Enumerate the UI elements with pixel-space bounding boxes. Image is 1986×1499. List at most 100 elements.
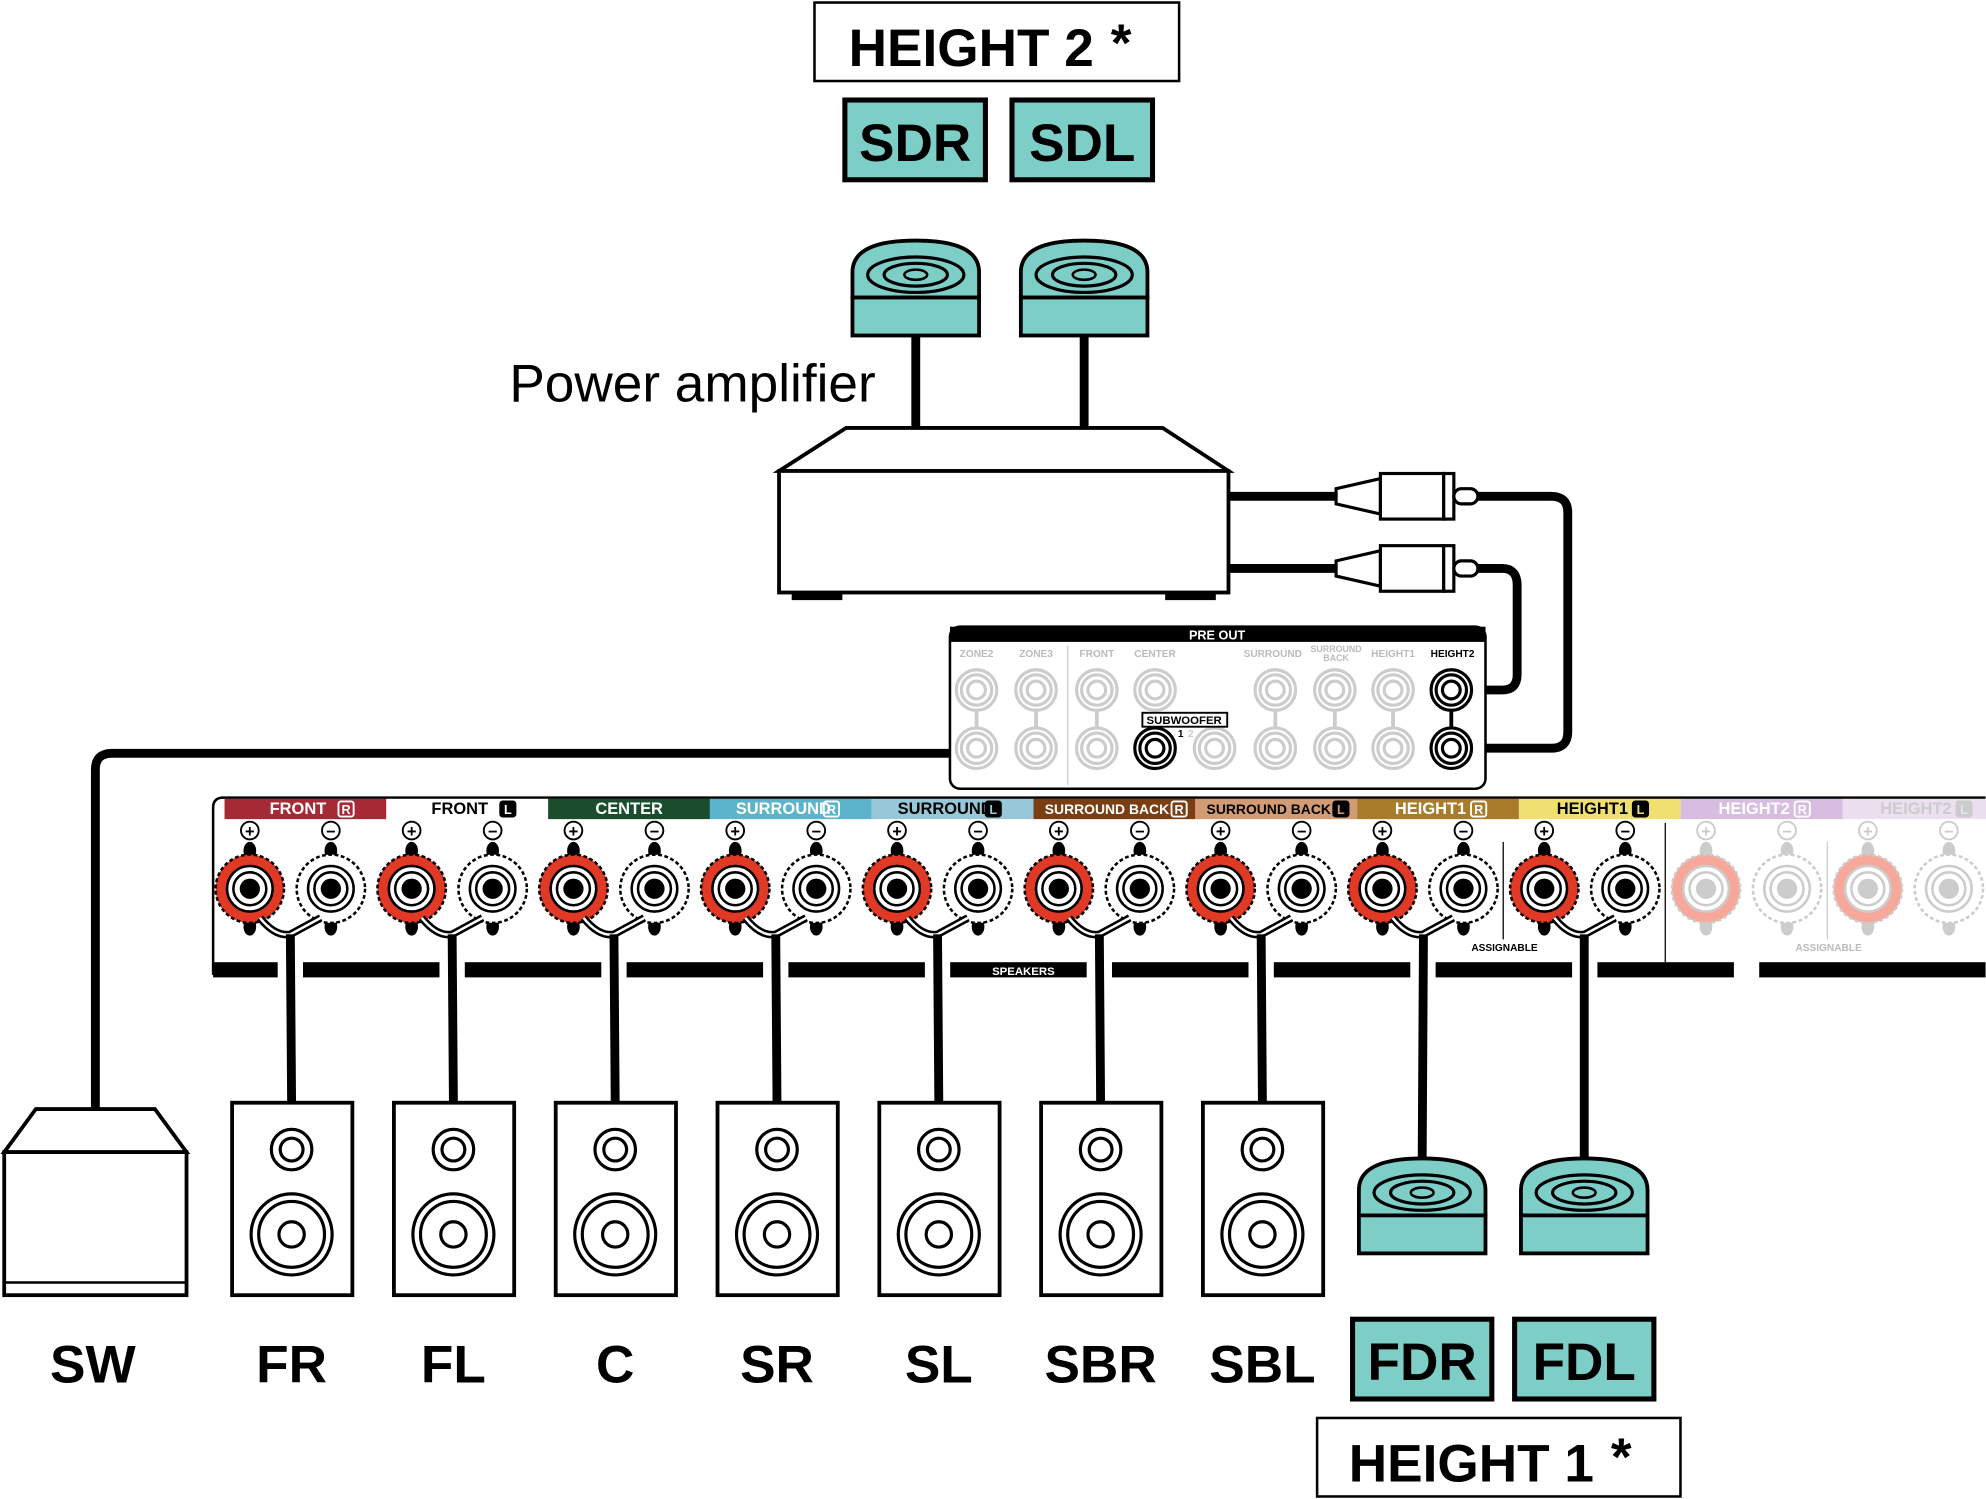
terminal-plus-1[interactable]: [376, 841, 448, 936]
subwoofer-label: SUBWOOFER: [1147, 715, 1222, 727]
channel-side-box-8: [1631, 800, 1650, 818]
polarity-plus-2: +: [569, 823, 579, 841]
terminal-minus-3[interactable]: [780, 841, 852, 936]
height1-label-box: [1315, 1416, 1682, 1498]
panel-gap-9: [1733, 959, 1760, 980]
terminal-minus-10[interactable]: [1913, 841, 1985, 936]
terminal-minus-9[interactable]: [1751, 841, 1823, 936]
pre-out-jack-bottom-0: [954, 726, 999, 771]
power-amplifier: [772, 426, 1235, 601]
terminal-minus-8[interactable]: [1589, 841, 1661, 936]
polarity-minus-icon-6: [1291, 820, 1312, 841]
polarity-minus-icon-8: [1615, 820, 1636, 841]
terminal-plus-7[interactable]: [1346, 841, 1418, 936]
polarity-plus-9: +: [1701, 823, 1711, 841]
speaker-sbr: [1039, 1100, 1164, 1298]
speaker-sl: [877, 1100, 1002, 1298]
terminal-plus-3[interactable]: [699, 841, 771, 936]
polarity-plus-4: +: [892, 823, 902, 841]
polarity-minus-icon-1: [482, 820, 503, 841]
terminal-minus-4[interactable]: [942, 841, 1014, 936]
pre-out-jack-bottom-6: [1371, 726, 1415, 771]
channel-side-8: L: [1637, 803, 1645, 817]
label-sbr: SBR: [1044, 1336, 1156, 1395]
pre-out-jack-top-7: [1429, 668, 1474, 712]
channel-label-8: HEIGHT1: [1557, 800, 1628, 818]
channel-band-9: [1680, 798, 1843, 820]
channel-side-box-10: [1955, 800, 1973, 818]
speaker-fl: [392, 1100, 517, 1298]
label-sdl-box: [1009, 97, 1156, 183]
channel-label-9: HEIGHT2: [1719, 800, 1790, 818]
polarity-plus-3: +: [730, 823, 740, 841]
pre-out-jack-top-1: [1014, 668, 1058, 712]
terminal-plus-4[interactable]: [861, 841, 933, 936]
polarity-plus-icon-3: [725, 820, 746, 841]
terminal-plus-9[interactable]: [1670, 841, 1742, 936]
polarity-minus-6: −: [1297, 823, 1307, 841]
label-sbl: SBL: [1209, 1336, 1315, 1395]
channel-side-6: L: [1337, 803, 1345, 817]
polarity-minus-8: −: [1620, 823, 1630, 841]
speaker-subwoofer: [0, 1107, 191, 1298]
terminal-minus-2[interactable]: [619, 841, 690, 936]
wire-sr: [771, 934, 782, 1105]
polarity-minus-10: −: [1944, 823, 1954, 841]
wire-fl: [447, 934, 458, 1105]
terminal-plus-10[interactable]: [1832, 841, 1904, 936]
terminal-minus-7[interactable]: [1428, 841, 1499, 936]
polarity-minus-3: −: [811, 823, 821, 841]
rca-plug-sdr: [1334, 471, 1480, 521]
polarity-plus-icon-10: [1858, 820, 1878, 841]
terminal-minus-1[interactable]: [457, 841, 529, 936]
terminal-plus-2[interactable]: [537, 841, 609, 936]
polarity-plus-10: +: [1863, 823, 1873, 841]
channel-label-6: SURROUND BACK: [1207, 801, 1331, 817]
height2-label-box: [813, 1, 1181, 83]
channel-band-6: [1195, 798, 1358, 820]
polarity-minus-7: −: [1459, 823, 1469, 841]
polarity-minus-icon-9: [1777, 820, 1797, 841]
pre-out-jack-bottom-1: [1014, 726, 1058, 771]
channel-label-4: SURROUND: [898, 800, 993, 818]
channel-side-4: L: [989, 803, 997, 817]
label-c: C: [596, 1336, 634, 1395]
terminal-minus-5[interactable]: [1104, 841, 1176, 936]
polarity-plus-icon-0: [240, 820, 260, 841]
speaker-sr: [715, 1100, 840, 1298]
terminal-plus-5[interactable]: [1023, 841, 1095, 936]
pre-out-label-3: CENTER: [1134, 649, 1176, 660]
channel-side-box-5: [1170, 800, 1188, 818]
terminal-minus-0[interactable]: [295, 841, 367, 936]
wire-c: [609, 934, 620, 1105]
pre-out-jack-top-5: [1312, 668, 1357, 712]
pre-out-label-6: BACK: [1323, 653, 1349, 663]
polarity-minus-icon-10: [1939, 820, 1959, 841]
pre-out-label-4: SURROUND: [1244, 649, 1302, 660]
channel-label-3: SURROUND: [736, 800, 831, 818]
pre-out-label-8: HEIGHT2: [1431, 649, 1475, 660]
speaker-sdr: [850, 238, 981, 338]
channel-side-1: L: [504, 803, 512, 817]
terminal-plus-0[interactable]: [214, 841, 286, 936]
terminal-plus-8[interactable]: [1508, 841, 1580, 936]
pre-out-jack-top-6: [1371, 668, 1415, 712]
label-fdr-box: [1350, 1316, 1495, 1402]
terminal-plus-6[interactable]: [1185, 841, 1257, 936]
polarity-minus-1: −: [488, 823, 498, 841]
label-fdl: FDL: [1533, 1333, 1636, 1392]
polarity-plus-icon-7: [1372, 820, 1393, 841]
polarity-minus-2: −: [650, 823, 660, 841]
height1-label: HEIGHT 1: [1349, 1434, 1594, 1493]
terminal-minus-6[interactable]: [1266, 841, 1338, 936]
polarity-minus-4: −: [973, 823, 983, 841]
subwoofer-2-jack: [1192, 726, 1237, 771]
rca-plug-sdl: [1334, 544, 1480, 593]
height2-asterisk: *: [1111, 14, 1132, 73]
polarity-plus-6: +: [1216, 823, 1226, 841]
cable-height2-l: [1456, 491, 1573, 753]
channel-label-2: CENTER: [595, 800, 663, 818]
label-fdl-box: [1512, 1316, 1657, 1402]
channel-band-10: [1842, 798, 1986, 820]
